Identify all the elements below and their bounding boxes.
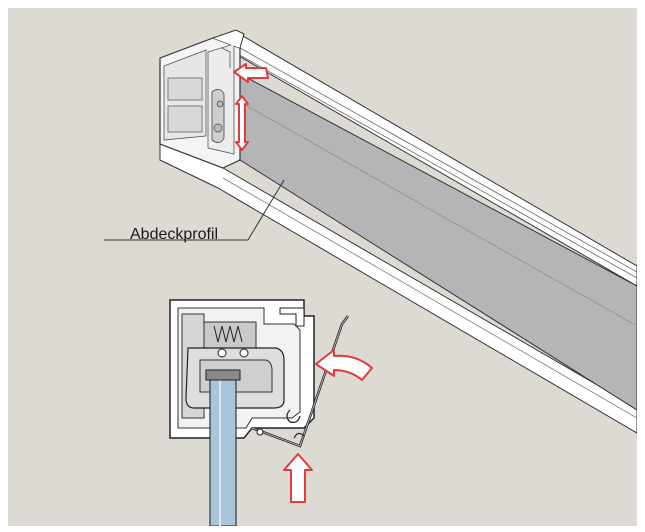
callout-leader (104, 179, 285, 241)
section-cover-profile (251, 315, 349, 448)
arrow-up-section (283, 453, 313, 503)
arrow-curved-section (315, 349, 373, 381)
diagram-canvas (104, 29, 637, 526)
glass-pane (205, 369, 241, 526)
rail-profile-perspective (159, 29, 637, 434)
callout-label-cover-profile: Abdeckprofil (130, 226, 219, 243)
arrow-updown-top (235, 95, 249, 151)
diagram-panel: Abdeckprofil (8, 8, 637, 526)
arrow-left-top (233, 63, 269, 83)
cross-section-detail (169, 299, 315, 439)
